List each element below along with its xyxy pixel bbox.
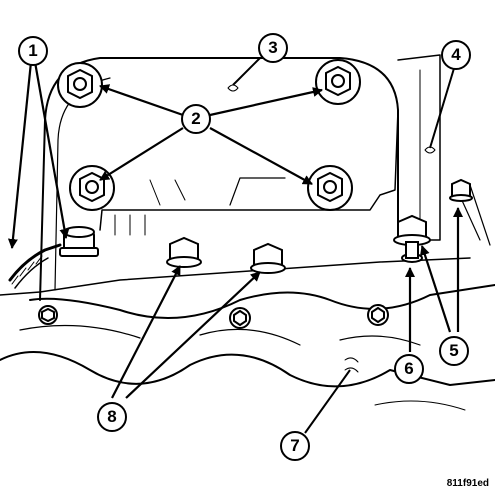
transmission-housing: [39, 57, 399, 301]
callout-6: 6: [394, 354, 424, 384]
upper-rail: [0, 257, 471, 296]
figure-code: 811f91ed: [446, 478, 489, 489]
leader-1a: [33, 61, 70, 239]
bolt-5-small: [449, 178, 473, 202]
oil-pan-flange: [99, 109, 399, 231]
leader-2d: [209, 127, 313, 185]
leader-5a: [420, 245, 452, 333]
callout-5: 5: [439, 336, 469, 366]
leader-2c: [99, 127, 184, 181]
bolt-upper-right: [315, 59, 361, 105]
leader-3: [232, 57, 261, 86]
leader-2b: [209, 87, 323, 117]
callout-4: 4: [441, 40, 471, 70]
callout-1: 1: [18, 36, 48, 66]
leader-4: [429, 64, 456, 149]
leader-2a: [99, 84, 184, 117]
bolt-lower-a: [166, 236, 202, 268]
cover-right: [397, 54, 441, 241]
callout-3: 3: [258, 33, 288, 63]
pan-bolt-1: [38, 305, 58, 325]
callout-7: 7: [280, 431, 310, 461]
bolt-mid-right: [307, 165, 353, 211]
pan-bolt-2: [229, 307, 251, 329]
callout-8: 8: [97, 402, 127, 432]
bolt-lower-b: [250, 242, 286, 274]
pan-bolt-3: [367, 304, 389, 326]
bolt-upper-left: [57, 62, 103, 108]
block-edge: [29, 284, 495, 319]
block-lower-edge: [0, 351, 495, 388]
leader-8a: [111, 265, 181, 399]
bolt-mid-left: [69, 165, 115, 211]
bolt-5-large: [393, 214, 431, 263]
wire-harness: [8, 243, 62, 282]
leader-8b: [125, 271, 261, 399]
callout-2: 2: [181, 104, 211, 134]
leader-1b: [7, 61, 33, 249]
leader-7: [304, 369, 351, 434]
bolt-1: [59, 226, 99, 257]
